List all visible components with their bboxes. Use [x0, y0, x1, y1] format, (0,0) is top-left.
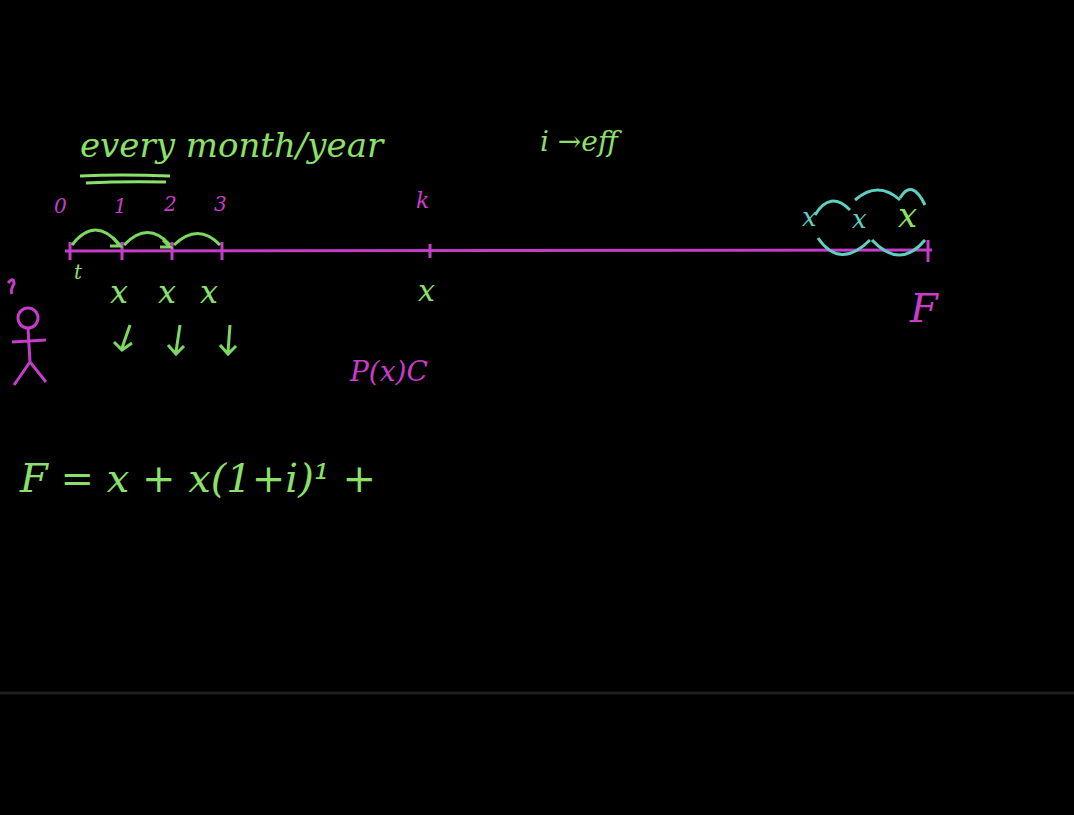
- period-number: 1: [114, 196, 127, 216]
- equation: F = x + x(1+i)¹ +: [20, 458, 376, 498]
- deposit-arrows: [114, 325, 236, 354]
- payment: x: [802, 204, 817, 230]
- payment: x: [110, 276, 128, 308]
- compound-arcs: [815, 189, 925, 255]
- period-arcs: [72, 230, 220, 247]
- underline: [80, 175, 170, 183]
- payment: x: [158, 276, 176, 308]
- payment: x: [200, 276, 218, 308]
- stick-figure: [8, 280, 46, 385]
- payment: x: [418, 276, 435, 306]
- heading-note: every month/year: [80, 128, 383, 162]
- period-number: 3: [214, 194, 227, 214]
- ticks: [70, 240, 928, 262]
- future-value: F: [910, 288, 938, 328]
- period-number: 0: [54, 196, 67, 216]
- payment: x: [852, 206, 867, 232]
- time-mark: t: [74, 262, 82, 282]
- period-number: k: [416, 190, 429, 212]
- payment: x: [898, 198, 917, 232]
- separator: [0, 692, 1074, 695]
- timeline: [65, 250, 932, 251]
- note: P(x)C: [350, 358, 428, 386]
- period-number: 2: [164, 194, 177, 214]
- rate-note: i →eff: [540, 128, 618, 156]
